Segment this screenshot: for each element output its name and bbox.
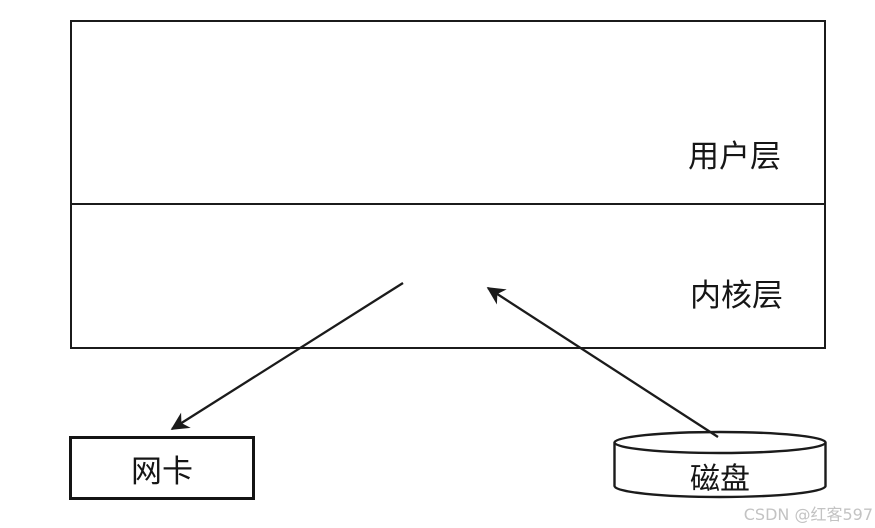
user-layer-label: 用户层 [688, 139, 781, 175]
nic-label: 网卡 [131, 453, 193, 490]
disk-label: 磁盘 [690, 462, 750, 497]
watermark: CSDN @红客597 [743, 505, 873, 524]
disk-shape: 磁盘 [612, 430, 828, 500]
nic-box: 网卡 [69, 436, 255, 500]
kernel-layer-label: 内核层 [690, 278, 783, 314]
layer-divider-line [72, 203, 824, 205]
